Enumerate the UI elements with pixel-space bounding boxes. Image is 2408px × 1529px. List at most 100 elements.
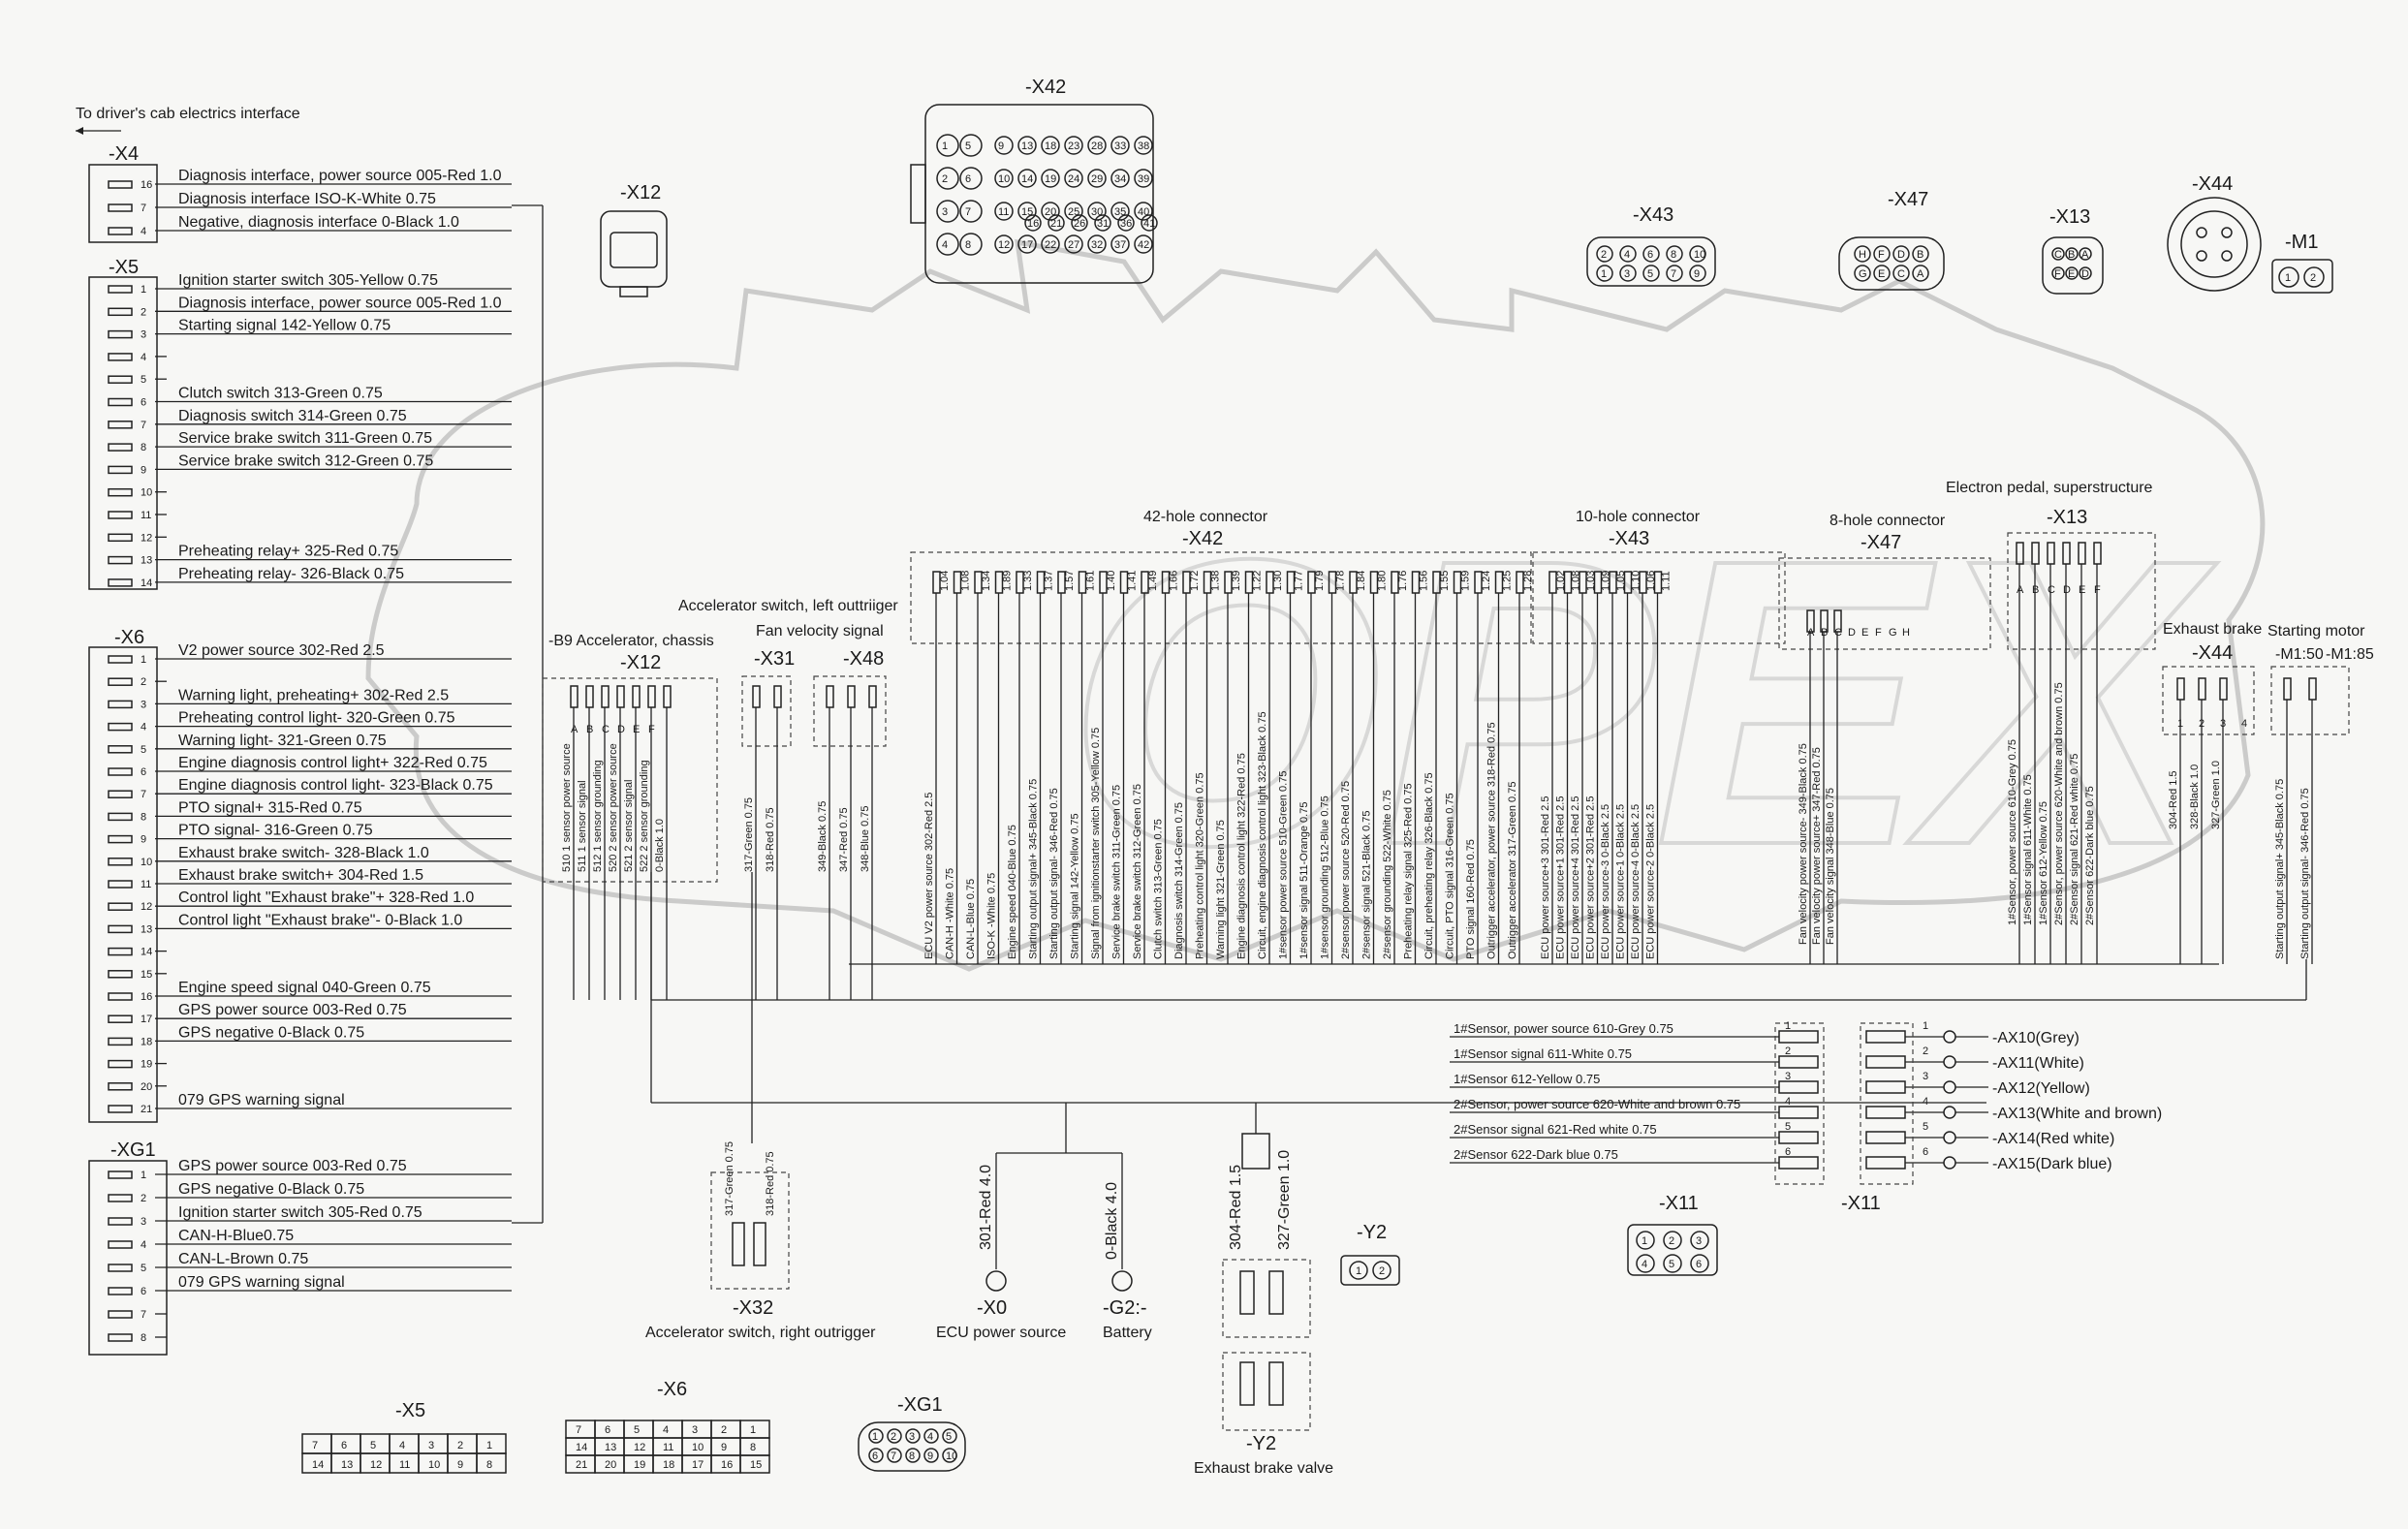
x5-face-cell-label: 4 (399, 1440, 405, 1451)
x42-face-pin-label: 33 (1114, 140, 1126, 152)
x42-face-pin (1110, 136, 1130, 155)
x6-face-cell-label: 12 (634, 1442, 645, 1453)
y2-wire-1: 304-Red 1.5 (1228, 1165, 1244, 1250)
xg1-face-pin-label: 5 (946, 1431, 952, 1443)
xg1-wire-label-3: Ignition starter switch 305-Red 0.75 (178, 1204, 422, 1221)
x48-section-name: -X48 (843, 648, 884, 670)
xg1-face-pin (868, 1448, 884, 1463)
x6-face-cell-label: 20 (605, 1459, 616, 1471)
x42-face-pin-label: 14 (1021, 173, 1033, 185)
x6-face-cell-label: 14 (576, 1442, 587, 1453)
x47-face-pin (1854, 245, 1871, 263)
x42-terminal-code: 1.66 (1169, 571, 1180, 591)
xg1-terminal (108, 1194, 133, 1202)
x47-face-pin-label: H (1859, 249, 1866, 261)
x5-pin-2: 2 (141, 306, 146, 318)
x6-wire-label-9: PTO signal- 316-Green 0.75 (178, 823, 373, 839)
x5-face-cell-label: 13 (341, 1459, 353, 1471)
x42-face-pin-label: 5 (965, 140, 971, 152)
x42-face-pin (1141, 214, 1158, 232)
x43-face-pin (1689, 245, 1706, 263)
x6-wire-label-16: Engine speed signal 040-Green 0.75 (178, 980, 431, 996)
x42-face-pin-label: 22 (1045, 239, 1056, 251)
x6-face-cell-label: 13 (605, 1442, 616, 1453)
x11-terminal (1778, 1156, 1819, 1170)
x42-face-pin (1094, 214, 1111, 232)
x11-output-terminal (1943, 1131, 1956, 1144)
x12-wire-label-1: 510 1 sensor power source (561, 743, 573, 872)
x11-terminal (1865, 1055, 1906, 1069)
x43-terminal-code: 1.11 (1661, 571, 1673, 591)
x42-wire-label-8: Starting signal 142-Yellow 0.75 (1070, 813, 1081, 959)
x42-face-pin-label: 32 (1091, 239, 1103, 251)
x42-face-pin-label: 18 (1045, 140, 1056, 152)
x11-terminal (1865, 1080, 1906, 1094)
x42-wire-label-19: 1#sensor signal 511-Orange 0.75 (1298, 802, 1310, 959)
m1-pin-a: -M1:50 (2275, 646, 2324, 663)
x6-pin-17: 17 (141, 1014, 152, 1025)
x11-terminal (1865, 1131, 1906, 1144)
x11-terminal (1865, 1030, 1906, 1044)
x6-wire-label-10: Exhaust brake switch- 328-Black 1.0 (178, 845, 429, 861)
y2-wire-2: 327-Green 1.0 (1276, 1150, 1293, 1250)
x6-pin-18: 18 (141, 1036, 152, 1047)
x11-output-terminal (1943, 1055, 1956, 1069)
x13-wire-label-2: 1#Sensor signal 611-White 0.75 (2022, 774, 2034, 925)
x42-wire-label-4: ISO-K -White 0.75 (986, 873, 998, 959)
x12-pin-letter: D (617, 724, 625, 735)
x42-face-pin-label: 26 (1074, 218, 1085, 230)
x44-pin-letter: 2 (2199, 718, 2205, 730)
x48-wire-label-2: 347-Red 0.75 (838, 807, 850, 872)
x43-wire-label-8: ECU power source-2 0-Black 2.5 (1645, 804, 1657, 959)
x47-face-pin (1892, 265, 1910, 282)
x5-face-cell (476, 1452, 507, 1474)
x32-name: -X32 (733, 1297, 773, 1319)
m1-wire-label-1: Starting output signal+ 345-Black 0.75 (2274, 779, 2286, 959)
x42-section-name: -X42 (1182, 528, 1223, 549)
x11-pin: 4 (1785, 1096, 1791, 1108)
x44-terminal (2198, 677, 2206, 701)
x44-pin-letter: 3 (2220, 718, 2226, 730)
g2-wire: 0-Black 4.0 (1104, 1182, 1120, 1260)
x6-wire-label-13: Control light "Exhaust brake"- 0-Black 1… (178, 912, 462, 928)
x13-face-name: -X13 (2049, 206, 2090, 228)
x4-pin-16: 16 (141, 179, 152, 191)
x11-output-terminal (1943, 1080, 1956, 1094)
x6-terminal (108, 970, 133, 979)
xg1-face-pin-label: 7 (891, 1451, 896, 1462)
x5-pin-3: 3 (141, 329, 146, 341)
x42-face-pin-label: 12 (998, 239, 1010, 251)
x6-pin-5: 5 (141, 744, 146, 756)
x42-wire-label-22: 2#sensor signal 521-Black 0.75 (1361, 811, 1373, 959)
x42-face-pin (994, 169, 1014, 188)
x6-face-cell-label: 10 (692, 1442, 704, 1453)
x42-face-pin (1017, 136, 1037, 155)
x6-face-cell-label: 9 (721, 1442, 727, 1453)
x5-face-cell-label: 2 (457, 1440, 463, 1451)
x32-group: 317-Green 0.75 318-Red 0.75 -X32 Acceler… (645, 1141, 876, 1341)
y2-face-pin-1: 1 (1356, 1265, 1361, 1277)
x5-terminal (108, 465, 133, 475)
x13-face-pin (2065, 266, 2079, 280)
x11-pin: 5 (1785, 1121, 1791, 1133)
x42-face-pin (959, 167, 983, 190)
x42-face-pin (1041, 234, 1060, 254)
x13-face-pin-label: E (2068, 268, 2075, 280)
x11-pin: 2 (1785, 1045, 1791, 1057)
xg1-face-shell (858, 1421, 966, 1472)
x42-face-pin-label: 1 (942, 140, 948, 152)
x43-face-pin-label: 10 (1694, 249, 1705, 261)
x43-wire-label-2: ECU power source+1 301-Red 2.5 (1555, 796, 1567, 959)
x42-terminal-code: 1.77 (1294, 571, 1305, 591)
x47-section-name: -X47 (1861, 532, 1901, 553)
x43-face-pin (1642, 245, 1660, 263)
x43-face-pin-label: 2 (1601, 249, 1607, 261)
x42-terminal-code: 1.72 (1189, 571, 1201, 591)
x43-wire-label-4: ECU power source+2 301-Red 2.5 (1585, 796, 1597, 959)
